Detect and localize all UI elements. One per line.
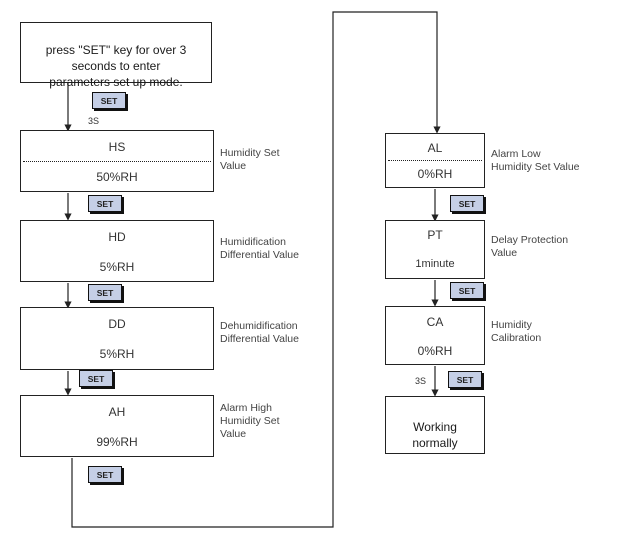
param-code: PT — [427, 228, 443, 242]
param-desc-ca: Humidity Calibration — [491, 319, 542, 344]
set-key-3: SET — [88, 284, 122, 301]
param-value: 50%RH — [96, 170, 138, 184]
set-key-2: SET — [88, 195, 122, 212]
param-value: 0%RH — [417, 344, 453, 358]
start-instruction-text: press "SET" key for over 3 seconds to en… — [45, 43, 187, 89]
param-code: CA — [426, 315, 444, 329]
param-desc-dd: Dehumidification Differential Value — [220, 320, 299, 345]
param-box-al: AL 0%RH — [385, 133, 485, 188]
param-desc-hs: Humidity Set Value — [220, 147, 280, 172]
param-code: HS — [108, 140, 126, 154]
param-desc-ah: Alarm High Humidity Set Value — [220, 402, 280, 440]
set-key-7: SET — [450, 282, 484, 299]
param-code: AL — [427, 141, 443, 155]
hold-3s-label-right: 3S — [415, 376, 427, 386]
param-value: 1minute — [415, 258, 455, 270]
param-box-hd: HD 5%RH — [20, 220, 214, 282]
param-code: HD — [108, 230, 126, 244]
param-value: 99%RH — [96, 435, 138, 449]
param-divider — [388, 160, 482, 161]
param-desc-pt: Delay Protection Value — [491, 234, 569, 259]
hold-3s-label-left: 3S — [88, 116, 100, 126]
set-key-8: SET — [448, 371, 482, 388]
set-key-6: SET — [450, 195, 484, 212]
param-box-ah: AH 99%RH — [20, 395, 214, 457]
param-value: 0%RH — [417, 167, 453, 181]
param-code: DD — [108, 317, 126, 331]
working-normally-box: Working normally — [385, 396, 485, 454]
param-box-hs: HS 50%RH — [20, 130, 214, 192]
working-normally-text: Working normally — [412, 420, 458, 450]
param-box-ca: CA 0%RH — [385, 306, 485, 365]
param-box-dd: DD 5%RH — [20, 307, 214, 370]
param-value: 5%RH — [99, 260, 135, 274]
set-key-4: SET — [79, 370, 113, 387]
param-value: 5%RH — [99, 347, 135, 361]
param-divider — [23, 161, 211, 162]
param-code: AH — [108, 405, 126, 419]
param-box-pt: PT 1minute — [385, 220, 485, 279]
param-desc-hd: Humidification Differential Value — [220, 236, 299, 261]
set-key-5: SET — [88, 466, 122, 483]
param-desc-al: Alarm Low Humidity Set Value — [491, 148, 580, 173]
set-key-1: SET — [92, 92, 126, 109]
start-instruction-box: press "SET" key for over 3 seconds to en… — [20, 22, 212, 89]
